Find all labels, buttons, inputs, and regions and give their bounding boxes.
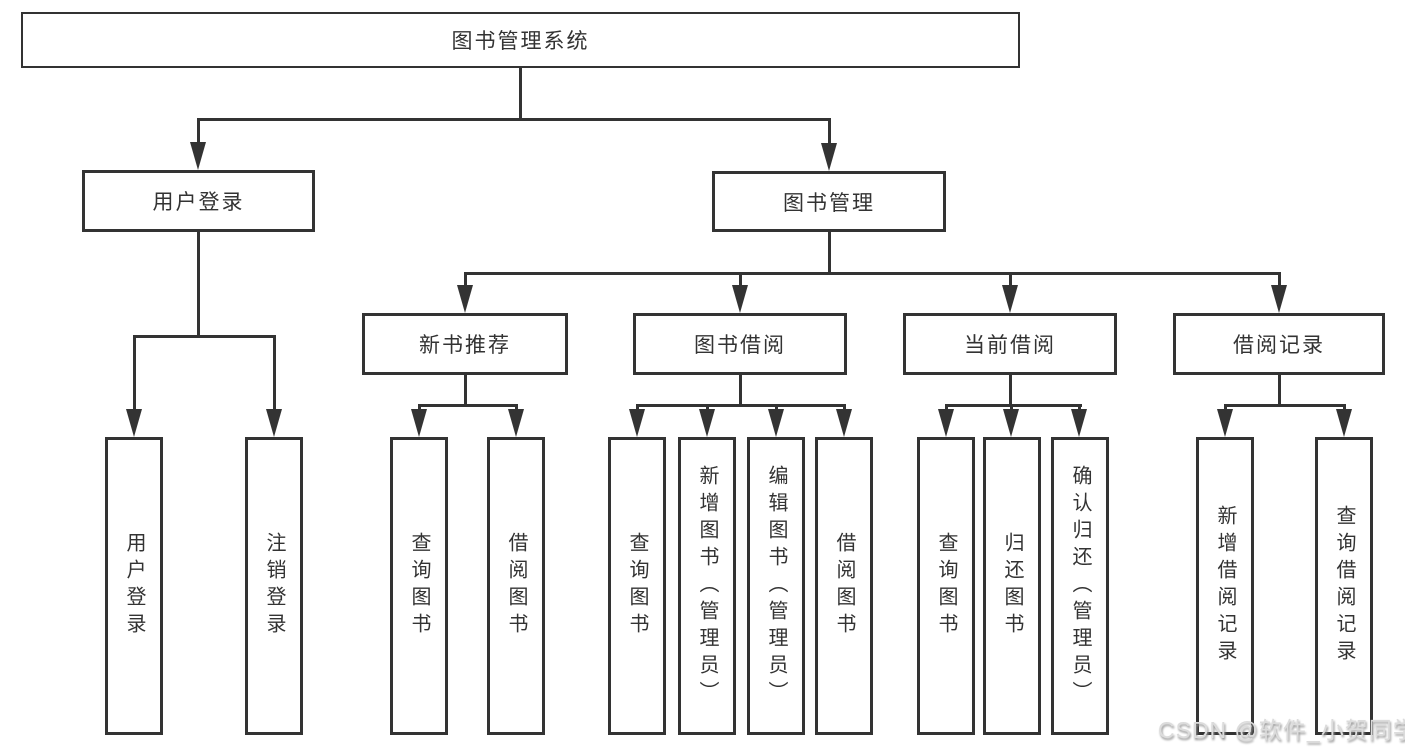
connector	[133, 335, 136, 411]
node-label: 用户登录	[123, 532, 145, 640]
node-user-login: 用户登录	[82, 170, 315, 232]
connector	[418, 404, 518, 407]
connector	[1278, 272, 1281, 288]
node-new-book-recommendation: 新书推荐	[362, 313, 568, 375]
leaf-add-books-admin: 新增图书（管理员）	[678, 437, 736, 735]
node-label: 借阅图书	[505, 532, 527, 640]
connector	[1224, 404, 1227, 412]
arrowhead-down-icon	[1002, 285, 1018, 313]
arrowhead-down-icon	[629, 409, 645, 437]
connector	[739, 272, 742, 288]
connector	[1278, 375, 1281, 404]
arrowhead-down-icon	[1003, 409, 1019, 437]
node-label: 图书借阅	[694, 334, 786, 357]
connector	[636, 404, 639, 412]
node-borrowing-records: 借阅记录	[1173, 313, 1385, 375]
arrowhead-down-icon	[699, 409, 715, 437]
connector	[464, 375, 467, 404]
node-label: 注销登录	[263, 532, 285, 640]
connector	[1009, 272, 1012, 288]
arrowhead-down-icon	[266, 409, 282, 437]
arrowhead-down-icon	[821, 143, 837, 171]
leaf-borrow-books: 借阅图书	[487, 437, 545, 735]
connector	[464, 272, 467, 288]
node-label: 新增图书（管理员）	[696, 464, 718, 708]
arrowhead-down-icon	[732, 285, 748, 313]
connector	[1343, 404, 1346, 412]
node-book-borrowing: 图书借阅	[633, 313, 847, 375]
node-label: 新增借阅记录	[1214, 505, 1236, 667]
node-label: 查询图书	[935, 532, 957, 640]
connector	[519, 68, 522, 118]
connector	[828, 232, 831, 272]
arrowhead-down-icon	[411, 409, 427, 437]
leaf-edit-books-admin: 编辑图书（管理员）	[747, 437, 805, 735]
node-label: 编辑图书（管理员）	[765, 464, 787, 708]
arrowhead-down-icon	[1217, 409, 1233, 437]
node-label: 查询借阅记录	[1333, 505, 1355, 667]
node-label: 新书推荐	[419, 334, 511, 357]
node-label: 查询图书	[408, 532, 430, 640]
leaf-return-books: 归还图书	[983, 437, 1041, 735]
connector	[197, 232, 200, 335]
leaf-borrow-books: 借阅图书	[815, 437, 873, 735]
connector	[515, 404, 518, 412]
node-label: 归还图书	[1001, 532, 1023, 640]
connector	[775, 404, 778, 412]
connector	[945, 404, 948, 412]
connector	[418, 404, 421, 412]
node-label: 当前借阅	[964, 334, 1056, 357]
connector	[739, 375, 742, 404]
connector	[197, 118, 831, 121]
leaf-query-borrow-record: 查询借阅记录	[1315, 437, 1373, 735]
csdn-watermark: CSDN @软件_小贺同学	[1158, 717, 1405, 743]
node-library-management-system: 图书管理系统	[21, 12, 1020, 68]
node-label: 图书管理系统	[451, 30, 590, 53]
leaf-add-borrow-record: 新增借阅记录	[1196, 437, 1254, 735]
connector	[464, 272, 1281, 275]
arrowhead-down-icon	[768, 409, 784, 437]
connector	[1224, 404, 1346, 407]
connector	[1078, 404, 1081, 412]
leaf-query-books: 查询图书	[917, 437, 975, 735]
arrowhead-down-icon	[1336, 409, 1352, 437]
connector	[1009, 375, 1012, 404]
arrowhead-down-icon	[1071, 409, 1087, 437]
node-book-management: 图书管理	[712, 171, 946, 232]
arrowhead-down-icon	[1271, 285, 1287, 313]
connector	[133, 335, 276, 338]
node-label: 借阅图书	[833, 532, 855, 640]
connector	[945, 404, 1082, 407]
leaf-query-books: 查询图书	[390, 437, 448, 735]
leaf-confirm-return-admin: 确认归还（管理员）	[1051, 437, 1109, 735]
arrowhead-down-icon	[190, 142, 206, 170]
connector	[197, 118, 200, 146]
leaf-logout: 注销登录	[245, 437, 303, 735]
connector	[828, 118, 831, 146]
node-label: 图书管理	[783, 191, 875, 215]
arrowhead-down-icon	[126, 409, 142, 437]
arrowhead-down-icon	[508, 409, 524, 437]
connector	[843, 404, 846, 412]
arrowhead-down-icon	[836, 409, 852, 437]
connector	[706, 404, 709, 412]
node-label: 借阅记录	[1233, 334, 1325, 357]
node-label: 查询图书	[626, 532, 648, 640]
arrowhead-down-icon	[938, 409, 954, 437]
arrowhead-down-icon	[457, 285, 473, 313]
leaf-user-login: 用户登录	[105, 437, 163, 735]
connector	[273, 335, 276, 411]
connector	[636, 404, 846, 407]
node-label: 用户登录	[152, 191, 245, 214]
connector	[1010, 404, 1013, 412]
node-current-borrowing: 当前借阅	[903, 313, 1117, 375]
node-label: 确认归还（管理员）	[1069, 464, 1091, 708]
leaf-query-books: 查询图书	[608, 437, 666, 735]
